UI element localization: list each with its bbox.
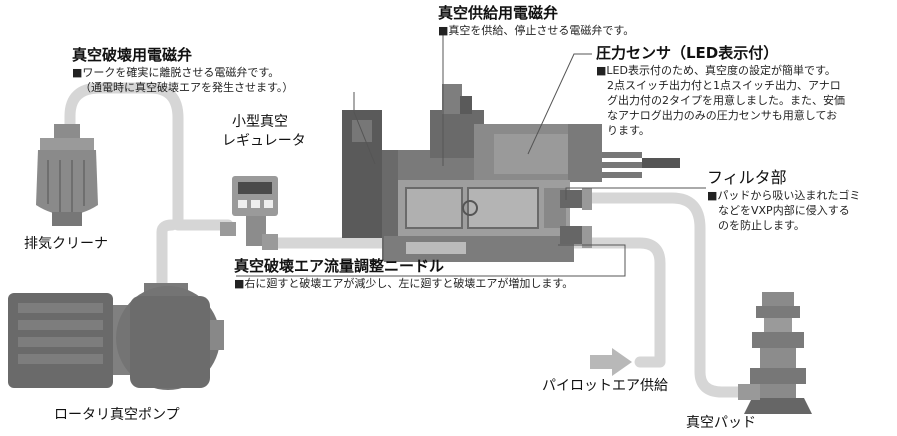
exhaust-cleaner-illustration (36, 124, 98, 226)
supply-valve-desc: ■真空を供給、停止させる電磁弁です。 (438, 24, 635, 37)
leader-filter (565, 187, 706, 200)
pressure-sensor-desc-line1: ■LED表示付のため、真空度の設定が簡単です。 (596, 64, 836, 77)
pipe-pilot (569, 237, 666, 368)
pipe-pump-up (156, 219, 178, 296)
filter-desc-line3: のを防止します。 (718, 219, 805, 232)
vacuum-pad-label: 真空パッド (686, 415, 756, 431)
rotary-pump-label: ロータリ真空ポンプ (54, 407, 180, 423)
pilot-air-label: パイロットエア供給 (542, 378, 668, 394)
small-regulator-label-line2: レギュレータ (222, 133, 306, 149)
exhaust-cleaner-label: 排気クリーナ (24, 236, 108, 252)
small-regulator-label-line1: 小型真空 (232, 114, 288, 130)
vacuum-pad-illustration (738, 292, 812, 414)
leader-break-valve (353, 92, 376, 165)
pressure-sensor-desc-line3: グ出力付の2タイプを用意しました。また、安価 (607, 94, 845, 107)
pressure-sensor-title: 圧力センサ（LED表示付） (596, 44, 779, 62)
pressure-sensor-desc-line5: ります。 (607, 124, 650, 137)
break-valve-title: 真空破壊用電磁弁 (72, 46, 193, 64)
pipe-cleaner-to-regulator (64, 82, 234, 231)
small-regulator-illustration (220, 176, 278, 250)
pilot-arrow (590, 348, 632, 376)
leader-pressure-sensor (527, 53, 592, 155)
leader-lines (236, 34, 706, 277)
pipe-filter-to-pad (569, 192, 756, 398)
break-valve-desc-line2: （通電時に真空破壊エアを発生させます。） (80, 81, 294, 94)
pipe-network (64, 82, 756, 398)
supply-valve-title: 真空供給用電磁弁 (438, 4, 559, 22)
pressure-sensor-desc-line4: なアナログ出力のみの圧力センサも用意してお (607, 109, 838, 122)
vacuum-valve-unit-illustration (342, 84, 680, 262)
pressure-sensor-desc-line2: 2点スイッチ出力付と1点スイッチ出力、アナロ (607, 79, 841, 92)
break-valve-desc-line1: ■ワークを確実に離脱させる電磁弁です。 (72, 66, 280, 79)
rotary-pump-illustration (8, 283, 224, 390)
filter-title: フィルタ部 (707, 168, 787, 187)
filter-desc-line2: などをVXP内部に侵入する (718, 204, 850, 217)
needle-title: 真空破壊エア流量調整ニードル (234, 257, 445, 275)
filter-desc-line1: ■パッドから吸い込まれたゴミ (707, 189, 861, 202)
needle-desc: ■右に廻すと破壊エアが減少し、左に廻すと破壊エアが増加します。 (234, 277, 574, 290)
leader-needle (236, 244, 626, 277)
